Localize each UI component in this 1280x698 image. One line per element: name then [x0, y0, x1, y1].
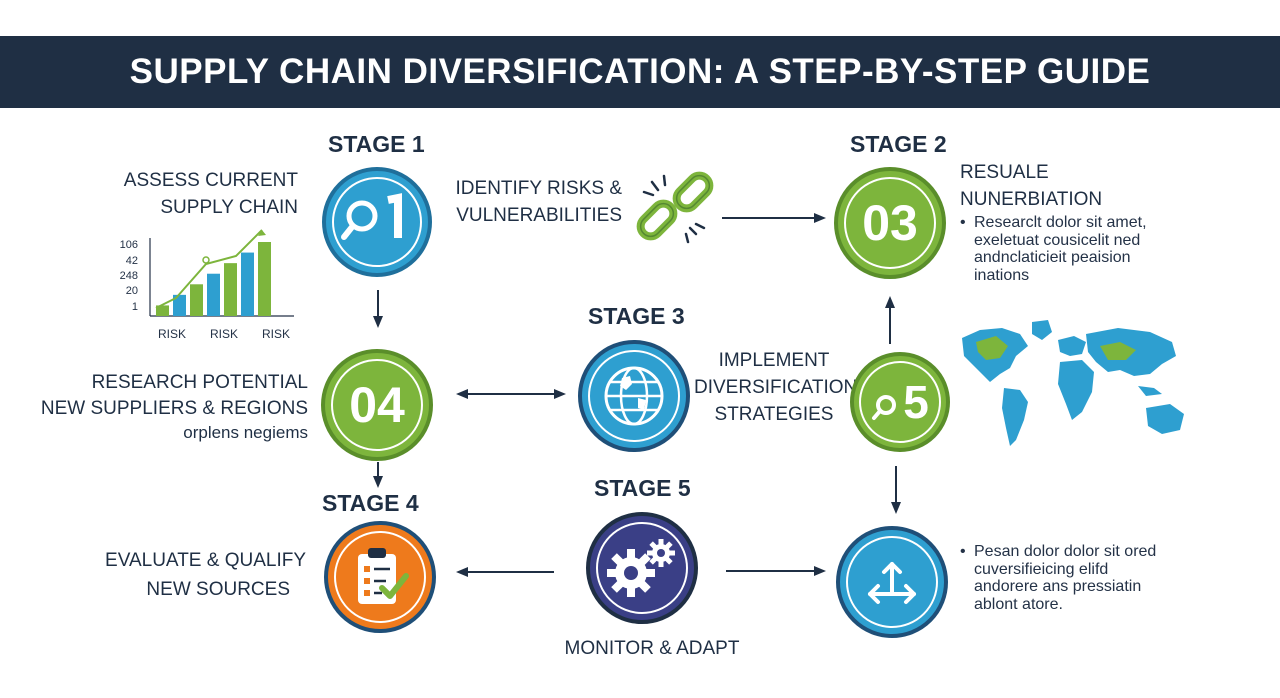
note-line: ablont atore.	[974, 595, 1063, 613]
implement-line-1: IMPLEMENT	[718, 350, 830, 371]
arrow-right	[726, 566, 826, 576]
stage-4-inner-ring	[334, 531, 426, 623]
final-stage-circle	[836, 526, 948, 638]
note-line: Pesan dolor dolor sit ored	[960, 543, 1190, 561]
evaluate-line-1: EVALUATE & QUALIFY	[105, 550, 306, 571]
bottom-right-notes: Pesan dolor dolor sit ored cuversifieici…	[960, 543, 1190, 613]
stage-2-circle: 03	[834, 167, 946, 279]
x-label: RISK	[262, 327, 290, 341]
final-inner-ring	[846, 536, 938, 628]
bar	[258, 242, 271, 316]
mini-risk-chart: 106 42 248 20 1 RISK RISK RISK	[112, 229, 302, 348]
arrow-down	[891, 466, 901, 514]
bar	[173, 294, 186, 316]
title-banner: SUPPLY CHAIN DIVERSIFICATION: A STEP-BY-…	[0, 36, 1280, 108]
stage-3-label: STAGE 3	[588, 303, 685, 329]
stage-1-circle	[322, 167, 432, 277]
research-line-1: RESEARCH POTENTIAL	[91, 372, 308, 393]
note-line: andnclaticieit peaision	[974, 249, 1131, 267]
broken-chain-icon	[634, 171, 720, 250]
assess-line-2: SUPPLY CHAIN	[160, 196, 298, 218]
assess-line-1: ASSESS CURRENT	[123, 170, 298, 191]
arrow-down	[373, 290, 383, 328]
research-line-3: orplens negiems	[183, 422, 308, 442]
stage-5-circle	[586, 512, 698, 624]
evaluate-text: EVALUATE & QUALIFY NEW SOURCES	[70, 550, 306, 602]
stage-2-label: STAGE 2	[850, 131, 947, 157]
arrow-right	[722, 213, 826, 223]
y-tick: 248	[120, 270, 138, 282]
evaluate-line-2: NEW SOURCES	[146, 578, 290, 600]
identify-text: IDENTIFY RISKS & VULNERABILITIES	[430, 178, 622, 228]
stage-5-inner-ring	[859, 361, 941, 443]
bar	[156, 305, 169, 316]
x-label: RISK	[210, 327, 238, 341]
bar	[224, 263, 237, 316]
assess-text: ASSESS CURRENT SUPPLY CHAIN	[100, 170, 298, 220]
research-line-2: NEW SUPPLIERS & REGIONS	[40, 397, 308, 419]
bar	[241, 252, 254, 316]
x-label: RISK	[158, 327, 186, 341]
stage-3-inner-ring	[588, 350, 680, 442]
stage-3-circle	[578, 340, 690, 452]
stage-04-inner-ring	[331, 359, 423, 451]
monitor-text: MONITOR & ADAPT	[564, 638, 740, 659]
note-line: exeletuat cousicelit ned	[974, 231, 1141, 249]
mini-risk-chart-svg: 106 42 248 20 1 RISK RISK RISK	[120, 229, 294, 341]
trend-point	[202, 256, 210, 264]
stage-5-gear-inner-ring	[596, 522, 688, 614]
world-map-icon	[950, 316, 1188, 452]
implement-line-3: STRATEGIES	[714, 403, 834, 425]
resuale-line-2: NUNERBIATION	[960, 188, 1103, 210]
note-line: inations	[974, 266, 1030, 284]
stage-4-circle	[324, 521, 436, 633]
y-tick: 20	[126, 285, 138, 297]
implement-line-2: DIVERSIFICATION	[694, 376, 858, 398]
identify-line-2: VULNERABILITIES	[456, 204, 622, 226]
y-tick: 1	[132, 301, 138, 313]
stage-2-inner-ring	[844, 177, 936, 269]
research-text: RESEARCH POTENTIAL NEW SUPPLIERS & REGIO…	[40, 372, 308, 443]
stage-1-label: STAGE 1	[328, 131, 425, 157]
bar	[207, 273, 220, 316]
bar-group	[156, 242, 271, 316]
stage-1-inner-ring	[332, 177, 422, 267]
y-tick: 42	[126, 255, 138, 267]
arrow-down	[373, 462, 383, 488]
resuale-text: RESUALE NUNERBIATION	[960, 162, 1102, 212]
trend-line	[155, 229, 263, 309]
arrow-left	[456, 567, 554, 577]
identify-line-1: IDENTIFY RISKS &	[455, 178, 622, 199]
trend-arrow	[258, 230, 266, 236]
resuale-line-1: RESUALE	[960, 162, 1049, 183]
note-line: andorere ans pressiatin	[974, 578, 1142, 596]
note-line: cuversifieicing elifd	[974, 560, 1109, 578]
arrow-up	[885, 296, 895, 344]
top-right-notes: Researclt dolor sit amet, exeletuat cous…	[960, 214, 1190, 284]
stage-5-label: STAGE 5	[594, 475, 691, 501]
double-arrow	[456, 389, 566, 399]
bar	[190, 284, 203, 316]
stage-4-circle-04: 04	[321, 349, 433, 461]
page-title: SUPPLY CHAIN DIVERSIFICATION: A STEP-BY-…	[129, 52, 1151, 91]
y-tick: 106	[120, 239, 138, 251]
stage-5-green-circle: 5	[850, 352, 950, 452]
note-line: Researclt dolor sit amet,	[960, 214, 1190, 232]
stage-4-label: STAGE 4	[322, 490, 419, 516]
implement-text: IMPLEMENT DIVERSIFICATION STRATEGIES	[694, 350, 858, 426]
